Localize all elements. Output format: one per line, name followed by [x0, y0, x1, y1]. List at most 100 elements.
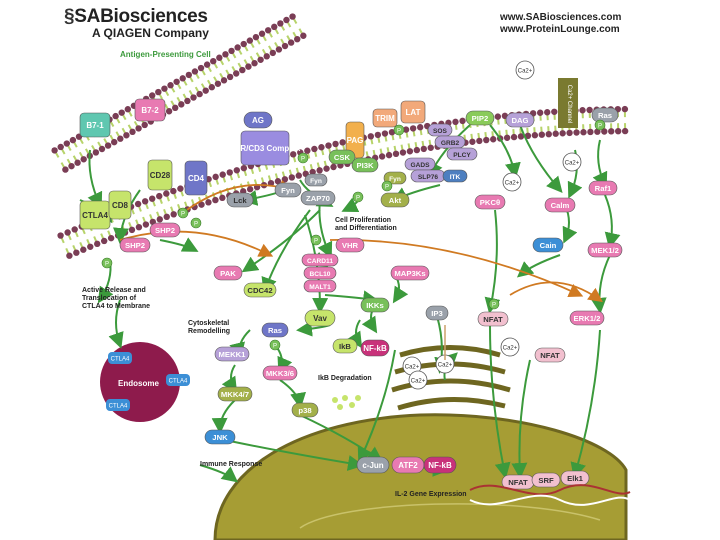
node-label: CD28	[150, 171, 171, 180]
phosphate-marker: P	[352, 191, 364, 203]
node-ras: Ras	[261, 322, 289, 338]
node-sos: SOS	[427, 123, 453, 137]
endosome-label: Endosome	[118, 379, 159, 388]
node-label: GRB2	[441, 140, 460, 147]
node-mkk: MKK3/6	[262, 365, 298, 381]
apc-membrane	[51, 13, 307, 173]
node-jnk: JNK	[204, 429, 236, 445]
node-mek: MEK1/2	[587, 242, 623, 258]
calcium-ion: Ca2+	[562, 152, 582, 172]
node-nfat: NFAT	[534, 347, 566, 363]
node-erk: ERK1/2	[569, 310, 605, 326]
il2-dna	[469, 484, 631, 506]
node-mekk: MEKK1	[214, 346, 250, 362]
annotation-ikb-deg: IkB Degradation	[318, 375, 372, 382]
node-label: PLCY	[453, 152, 471, 159]
node-label: ERK1/2	[574, 314, 601, 323]
arrow	[590, 254, 611, 314]
calcium-ion-label: Ca2+	[565, 161, 580, 167]
arrow	[570, 329, 601, 479]
ctla4-receptor-label: CTLA4	[169, 379, 188, 385]
node-label: ATF2	[398, 461, 418, 470]
url-proteinlounge: www.ProteinLounge.com	[500, 24, 620, 35]
node-label: Calm	[551, 201, 570, 210]
node-pi3k: PI3K	[351, 157, 379, 173]
calcium-ion: Ca2+	[435, 354, 455, 374]
node-itk: ITK	[442, 169, 468, 183]
node-bcl: BCL10	[303, 266, 337, 280]
node-pip: PIP2	[465, 110, 495, 126]
node-label: Fyn	[389, 176, 401, 183]
node-label: SHP2	[155, 226, 175, 235]
arrow	[224, 439, 364, 471]
node-ctla: CTLA4	[79, 200, 111, 230]
node-label: PAG	[347, 136, 364, 145]
node-plcy: PLCY	[446, 147, 478, 161]
node-nfkb: NF-kB	[423, 456, 457, 474]
calcium-ion: Ca2+	[502, 172, 522, 192]
ctla4-receptor-label: CTLA4	[111, 357, 130, 363]
arrow	[488, 319, 511, 479]
annotation-immune: Immune Response	[200, 461, 262, 468]
node-label: TRIM	[375, 114, 395, 123]
phosphate-marker: P	[393, 124, 405, 136]
node-ip: IP3	[425, 305, 449, 321]
node-label: SLP76	[418, 174, 438, 181]
phosphate-marker: P	[190, 217, 202, 229]
node-label: NFAT	[508, 478, 528, 487]
arrow	[511, 359, 531, 479]
degraded-ikb-fragment	[349, 402, 355, 408]
node-label: MKK3/6	[266, 369, 294, 378]
arrow	[592, 139, 608, 189]
phosphate-marker: P	[297, 152, 309, 164]
node-pkc: PKCθ	[474, 194, 506, 210]
brand-name: SABiosciences	[74, 6, 208, 27]
ctla4-receptor: CTLA4	[108, 352, 132, 364]
node-label: NFAT	[540, 351, 560, 360]
node-label: ZAP70	[306, 194, 330, 203]
node-label: ITK	[450, 174, 461, 181]
phosphate-marker: P	[101, 257, 113, 269]
calcium-ion: Ca2+	[408, 370, 428, 390]
node-zap: ZAP70	[300, 190, 336, 206]
node-nfkb: NF-kB	[360, 339, 390, 357]
node-label: VHR	[342, 241, 359, 250]
calcium-ion-label: Ca2+	[503, 346, 518, 352]
arrow	[516, 254, 561, 278]
phosphate-marker: P	[381, 180, 393, 192]
ca-channel: Ca2+ Channel	[558, 78, 578, 128]
node-label: NF-kB	[428, 461, 452, 470]
node-tcr: TCR/CD3 Complex	[230, 130, 301, 166]
brand-logo: §SABiosciences	[64, 6, 209, 28]
node-cd: CD8	[108, 190, 132, 220]
node-card: CARD11	[301, 253, 339, 267]
arrow	[87, 149, 103, 209]
node-slp: SLP76	[410, 169, 446, 183]
node-label: JNK	[212, 433, 228, 442]
node-label: Fyn	[310, 178, 322, 185]
arrow	[279, 379, 306, 409]
node-label: Elk1	[567, 474, 584, 483]
degraded-ikb-fragment	[342, 395, 348, 401]
inhibition-arrow	[119, 230, 274, 257]
node-lat: LAT	[400, 100, 426, 124]
calcium-ion-label: Ca2+	[411, 379, 426, 385]
arrow	[221, 364, 238, 394]
node-fyn: Fyn	[383, 171, 407, 185]
arrow	[357, 349, 396, 464]
arrow	[489, 124, 521, 179]
node-label: CD8	[112, 201, 129, 210]
degraded-ikb-fragment	[332, 397, 338, 403]
helix-logo-icon: §	[64, 6, 75, 27]
node-label: NFAT	[483, 315, 503, 324]
node-pak: PAK	[213, 265, 243, 281]
node-label: p38	[298, 406, 312, 415]
tcell-membrane	[57, 105, 629, 259]
apc-label: Antigen-Presenting Cell	[120, 50, 211, 59]
node-p: p38	[291, 402, 319, 418]
arrow	[211, 399, 236, 434]
phosphate-label: P	[492, 302, 496, 308]
